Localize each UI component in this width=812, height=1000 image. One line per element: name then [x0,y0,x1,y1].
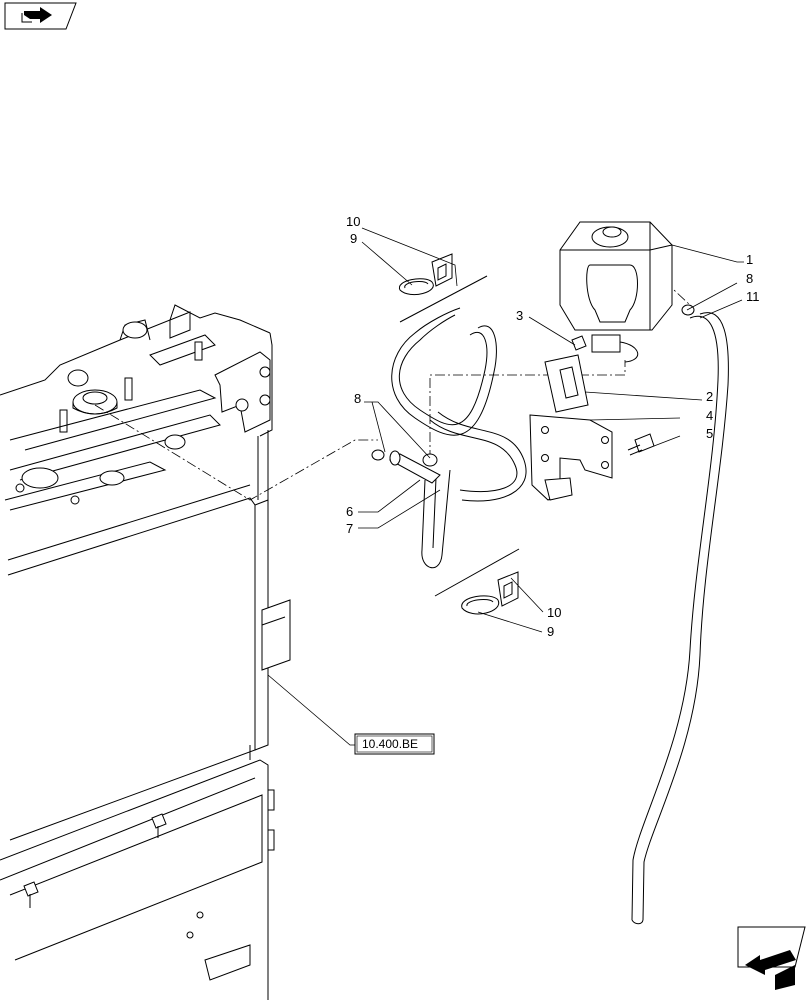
callout-5: 5 [706,426,713,441]
callout-2: 2 [706,389,713,404]
callout-8-right: 8 [746,271,753,286]
bolt [627,433,655,456]
radiator-frame-assembly [0,304,291,1000]
hose-clip-bottom [461,571,519,615]
callout-11: 11 [746,289,760,304]
next-page-arrow-icon[interactable] [737,926,806,990]
callout-labels: 10 9 1 8 11 3 2 4 5 8 6 7 10 9 [346,214,760,639]
nut [571,335,587,351]
callout-7: 7 [346,521,353,536]
callout-8-left: 8 [354,391,361,406]
callout-10-bottom: 10 [547,605,561,620]
reference-label-text: 10.400.BE [362,737,418,751]
leader-dashdot [94,404,378,501]
callout-6: 6 [346,504,353,519]
callout-10-top: 10 [346,214,360,229]
callout-9-bottom: 9 [547,624,554,639]
hose-assembly [371,275,695,597]
callout-9-top: 9 [350,231,357,246]
expansion-tank [559,221,673,363]
callout-1: 1 [746,252,753,267]
hose-clip-top [399,253,453,295]
callout-3: 3 [516,308,523,323]
mounting-plate [529,414,613,501]
overflow-hose [631,312,729,925]
tank-bracket [544,354,589,413]
reference-label[interactable]: 10.400.BE [354,733,435,755]
book-arrow-icon[interactable] [4,2,77,30]
leader-lines [267,227,744,746]
callout-4: 4 [706,408,713,423]
